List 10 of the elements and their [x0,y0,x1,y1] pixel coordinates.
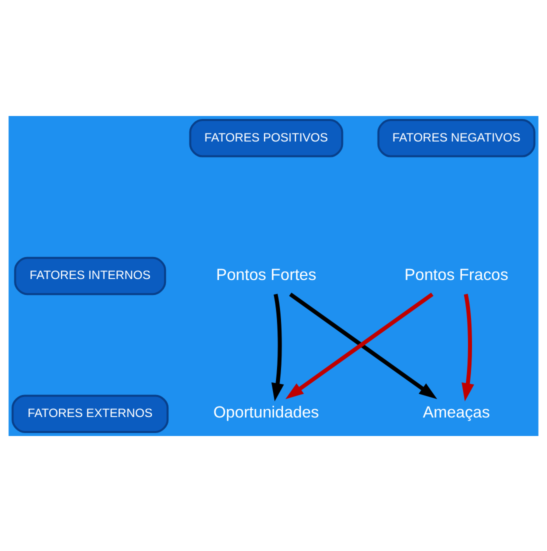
arrow [271,293,284,401]
node-box: FATORES INTERNOS [14,256,166,295]
node-text: Oportunidades [213,403,319,422]
node-box: FATORES NEGATIVOS [377,118,536,157]
node-text: Pontos Fortes [216,265,316,284]
node-box: FATORES EXTERNOS [12,394,169,432]
node-text: Ameaças [422,403,490,422]
node-text: Pontos Fracos [404,265,508,284]
arrow [462,293,474,401]
node-box: FATORES POSITIVOS [189,118,344,157]
